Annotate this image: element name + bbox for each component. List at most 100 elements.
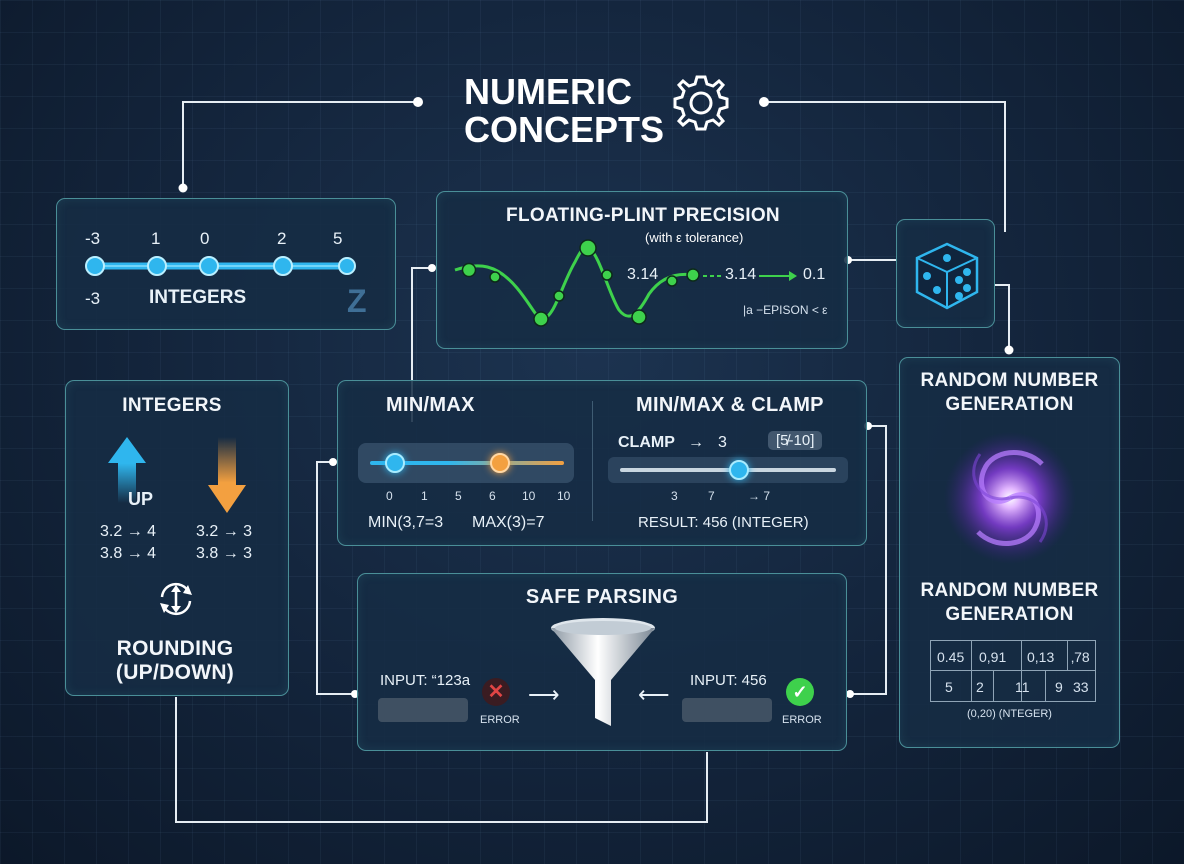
random-int: 33 — [1073, 679, 1089, 695]
safe-parsing-panel: SAFE PARSING INPUT: “123a ✕ ERROR ⟶ ⟵ IN… — [357, 573, 847, 751]
random-float: 0,91 — [979, 649, 1007, 665]
error-x-icon: ✕ — [482, 678, 510, 706]
minmax-slider[interactable] — [358, 443, 574, 483]
clamp-result: RESULT: 456 (INTEGER) — [638, 514, 809, 531]
random-range: (0,20) (NTEGER) — [967, 708, 1052, 720]
random-values-table: 0.45 0,91 0,13 ‚78 5 2 11 9 33 — [930, 640, 1096, 702]
floating-point-subtitle: (with ε tolerance) — [645, 230, 744, 245]
clamp-value: 3 — [718, 434, 727, 451]
rounding-down-row: 3.8 → 3 — [196, 545, 253, 562]
wave-point — [631, 309, 647, 325]
minmax-slider-track — [370, 461, 564, 465]
wave-point — [489, 271, 501, 283]
input-good-field[interactable] — [682, 698, 772, 722]
input-bad-label: INPUT: “123a — [380, 672, 471, 689]
max-expression: MAX(3)=7 — [472, 514, 545, 531]
gear-icon — [673, 75, 729, 131]
random-int: 11 — [1015, 679, 1030, 695]
clamp-range-badge: [5̸-10] — [768, 431, 823, 450]
random-title2-line-2: GENERATION — [945, 604, 1074, 625]
random-float: 0.45 — [937, 649, 965, 665]
up-label: UP — [128, 489, 154, 509]
wave-point — [553, 290, 565, 302]
error-bad-label: ERROR — [480, 714, 520, 726]
input-good-label: INPUT: 456 — [690, 672, 767, 689]
value-b: 3.14 — [725, 266, 757, 283]
dice-icon — [915, 242, 979, 310]
clamp-tick: 3 — [671, 489, 678, 503]
clamp-tick: 7 — [708, 489, 715, 503]
minmax-tick: 1 — [421, 489, 428, 503]
clamp-thumb[interactable] — [728, 460, 749, 480]
rounding-up-row: 3.8 → 4 — [100, 545, 157, 562]
left-label: -3 — [85, 289, 101, 308]
rounding-down-row: 3.2 → 3 — [196, 523, 253, 540]
min-expression: MIN(3,7=3 — [368, 514, 444, 531]
wave-point — [686, 268, 700, 282]
clamp-slider[interactable] — [608, 457, 848, 483]
tick-label: 2 — [277, 229, 287, 248]
dice-panel — [896, 219, 995, 328]
minmax-tick: 6 — [489, 489, 496, 503]
random-int: 2 — [976, 679, 984, 695]
rounding-footer-line-1: ROUNDING — [116, 637, 234, 660]
tick-label: 5 — [333, 229, 343, 248]
tick-label: 1 — [151, 229, 161, 248]
arrow-up-icon — [108, 437, 146, 503]
max-thumb[interactable] — [489, 453, 510, 473]
arrow-right-icon: ⟶ — [528, 682, 560, 707]
number-line-point — [85, 256, 105, 276]
input-bad-field[interactable] — [378, 698, 468, 722]
page-title: NUMERIC CONCEPTS — [464, 74, 674, 150]
value-a: 3.14 — [627, 266, 659, 283]
arrow-down-icon — [208, 437, 246, 513]
floating-point-panel: FLOATING-PLINT PRECISION (with ε toleran… — [436, 191, 848, 349]
minmax-title: MIN/MAX — [386, 394, 475, 416]
random-float: ‚78 — [1071, 649, 1090, 665]
rounding-footer-line-2: (UP/DOWN) — [115, 661, 235, 684]
error-good-label: ERROR — [782, 714, 822, 726]
random-int: 9 — [1055, 679, 1063, 695]
minmax-tick: 10 — [522, 489, 536, 503]
safe-parsing-title: SAFE PARSING — [525, 586, 679, 608]
tick-label: 0 — [200, 229, 210, 248]
rounding-up-row: 3.2 → 4 — [100, 523, 157, 540]
integer-set-symbol: Z — [347, 283, 367, 319]
number-line — [85, 256, 356, 276]
minmax-tick: 0 — [386, 489, 393, 503]
rounding-cycle-icon — [160, 582, 192, 616]
integers-label: INTEGERS — [149, 287, 247, 308]
minmax-clamp-panel: MIN/MAX 0 1 5 6 10 10 MIN(3,7=3 MAX(3)=7… — [337, 380, 867, 546]
number-line-point — [338, 257, 356, 275]
number-line-point — [147, 256, 167, 276]
min-thumb[interactable] — [385, 453, 406, 473]
wave-point — [461, 262, 477, 278]
random-title2-line-1: RANDOM NUMBER — [920, 580, 1099, 601]
epsilon-formula: |a −EPISON < ε — [743, 303, 828, 317]
random-int: 5 — [945, 679, 953, 695]
title-line-2: CONCEPTS — [464, 109, 665, 150]
clamp-label: CLAMP — [618, 434, 675, 451]
precision-wave — [454, 239, 797, 327]
number-line-point — [199, 256, 219, 276]
wave-point — [579, 239, 597, 257]
success-check-icon: ✓ — [786, 678, 814, 706]
clamp-title: MIN/MAX & CLAMP — [636, 394, 824, 416]
wave-point — [601, 269, 613, 281]
rounding-panel: INTEGERS UP 3.2 → 4 3.8 → 4 3.2 → 3 3.8 … — [65, 380, 289, 696]
rounding-title: INTEGERS — [122, 395, 222, 416]
clamp-arrow: → — [688, 434, 704, 451]
integers-number-line-panel: -3 1 0 2 5 -3 INTEGERS Z — [56, 198, 396, 330]
title-line-1: NUMERIC — [464, 71, 632, 112]
clamp-slider-track — [620, 468, 836, 472]
wave-point — [533, 311, 549, 327]
minmax-tick: 10 — [557, 489, 571, 503]
random-float: 0,13 — [1027, 649, 1055, 665]
galaxy-icon — [944, 432, 1076, 564]
random-generation-panel: RANDOM NUMBER GENERATION RANDOM NUMBER G… — [899, 357, 1120, 748]
tick-label: -3 — [85, 229, 101, 248]
wave-point — [666, 275, 678, 287]
floating-point-title: FLOATING-PLINT PRECISION — [506, 205, 780, 226]
divider — [592, 401, 593, 521]
